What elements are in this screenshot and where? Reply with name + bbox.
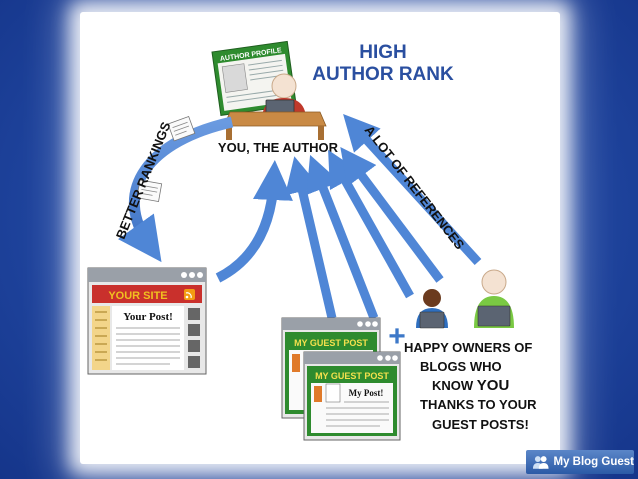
- you-the-author-label: YOU, THE AUTHOR: [218, 140, 339, 155]
- title-high: HIGH: [359, 42, 407, 63]
- reference-arrow-5: [343, 114, 482, 266]
- happy-line-3: KNOW YOU: [432, 377, 509, 394]
- my-blog-guest-logo[interactable]: My Blog Guest: [526, 450, 634, 474]
- your-site-label: YOUR SITE: [108, 290, 167, 302]
- logo-text: My Blog Guest: [553, 456, 634, 468]
- your-site-window: YOUR SITE Your Post!: [87, 267, 207, 375]
- guest-post-label-1: MY GUEST POST: [294, 338, 368, 348]
- reference-arrows: [284, 114, 482, 320]
- flying-document-2: [136, 179, 163, 203]
- reference-arrow-4: [340, 147, 444, 283]
- happy-owners-text: HAPPY OWNERS OF BLOGS WHO KNOW YOU THANK…: [404, 340, 537, 432]
- happy-line-2: BLOGS WHO: [420, 359, 502, 374]
- laptop-icon: [419, 311, 445, 329]
- author-profile-window: AUTHOR PROFILE: [211, 40, 297, 116]
- site-to-author-arrow: [215, 160, 293, 283]
- happy-line-3-pre: KNOW: [432, 378, 477, 393]
- better-rankings-arrow: [118, 116, 234, 263]
- happy-line-4: THANKS TO YOUR: [420, 397, 537, 412]
- my-post-title: My Post!: [349, 388, 384, 398]
- author-head: [271, 73, 297, 99]
- blog-owner-1: [416, 289, 448, 329]
- your-post-title: Your Post!: [123, 311, 173, 323]
- author-figure: [223, 73, 327, 140]
- people-icon: [532, 456, 549, 469]
- happy-line-5: GUEST POSTS!: [432, 417, 529, 432]
- reference-arrow-2: [306, 154, 379, 320]
- happy-line-3-you: YOU: [477, 377, 510, 394]
- flying-document-1: [167, 115, 196, 142]
- guest-post-label-2: MY GUEST POST: [315, 371, 389, 381]
- title-author-rank: AUTHOR RANK: [312, 64, 454, 85]
- plus-sign: +: [388, 320, 406, 353]
- happy-line-1: HAPPY OWNERS OF: [404, 340, 532, 355]
- laptop-icon: [477, 305, 511, 327]
- blog-owner-2: [474, 269, 514, 328]
- rss-icon: [184, 289, 195, 300]
- guest-post-window-2: MY GUEST POST My Post!: [303, 351, 401, 441]
- reference-arrow-1: [284, 156, 337, 320]
